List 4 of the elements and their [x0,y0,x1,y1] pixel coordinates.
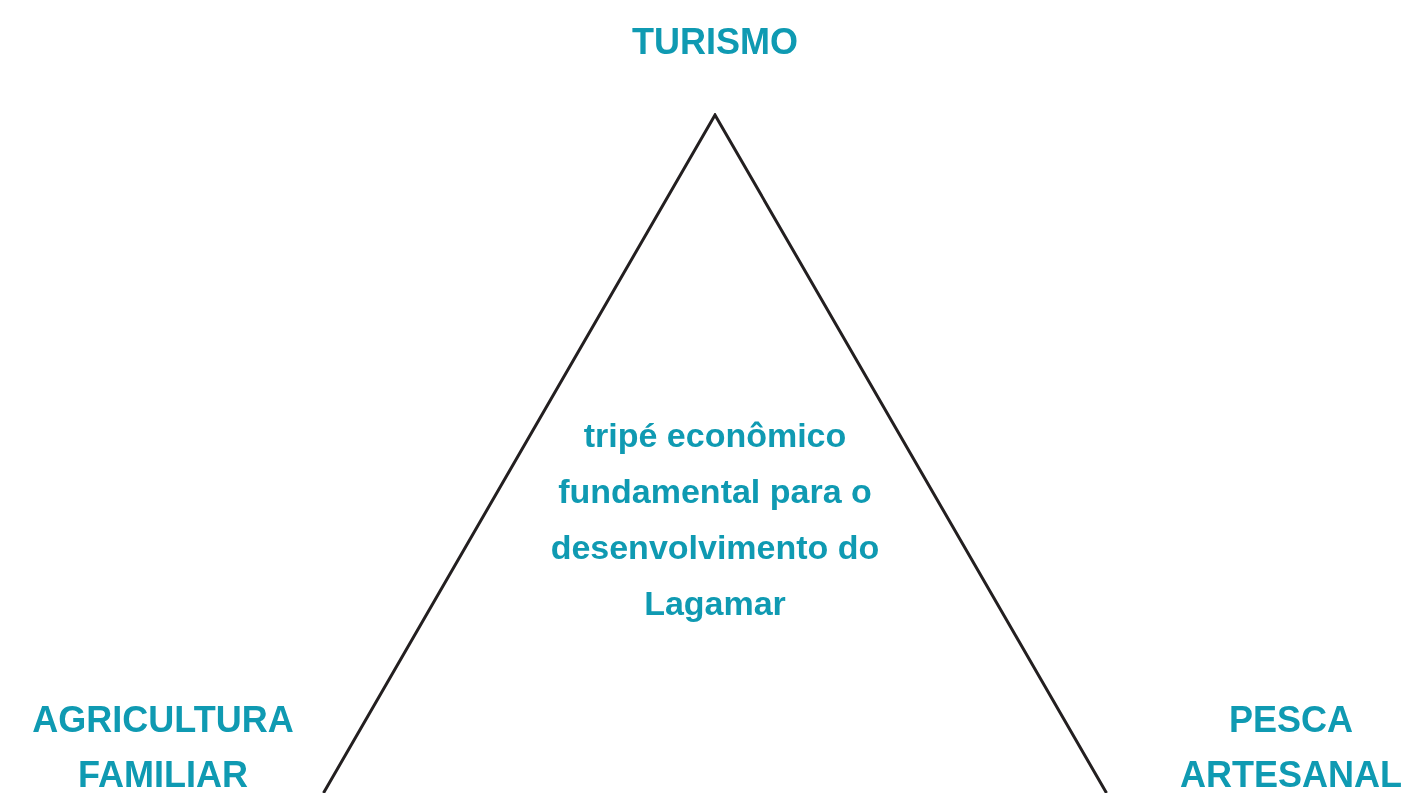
corner-label: TURISMO [632,20,798,64]
corner-label: PESCA ARTESANAL [1179,698,1403,793]
corner-label: AGRICULTURA FAMILIAR [31,698,295,793]
center-text: tripé econômico fundamental para o desenvolvimento do Lagamar [549,415,881,624]
